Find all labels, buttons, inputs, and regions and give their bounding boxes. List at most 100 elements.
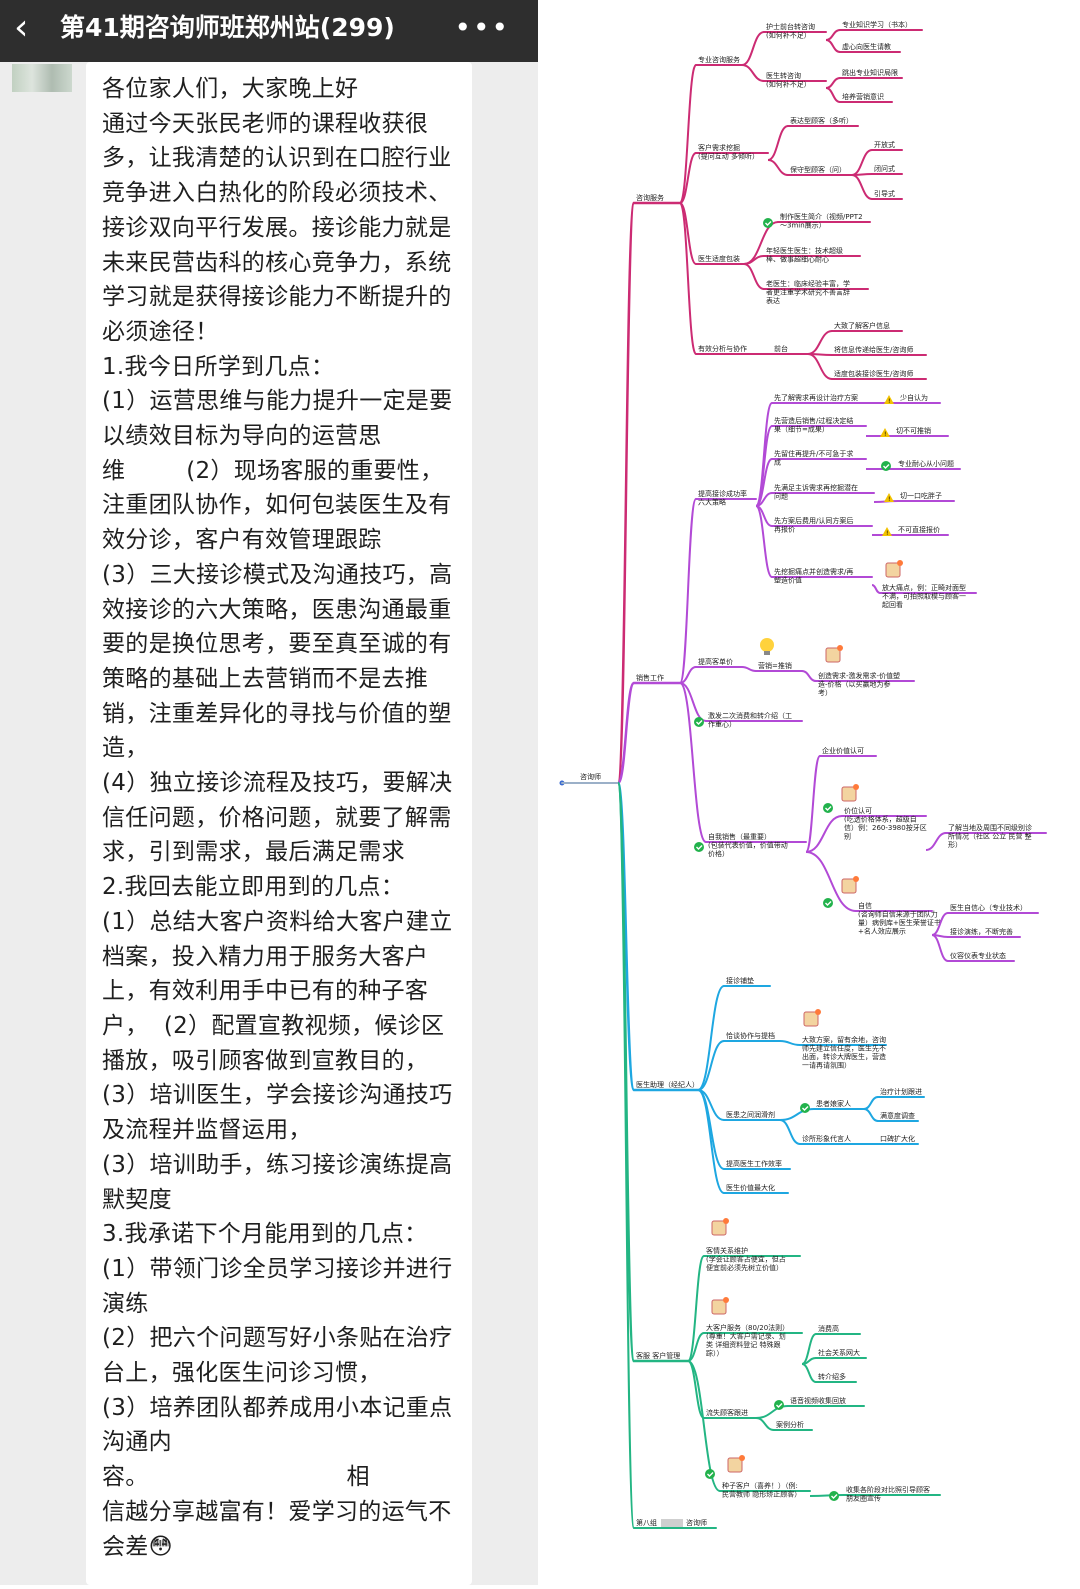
node-label: 价位认可(吃透价格体系，超级自信）例：260-3980按牙区别 (844, 806, 927, 841)
thumbs-up-icon (837, 645, 843, 651)
check-icon (694, 842, 704, 852)
branch-curve (742, 667, 756, 671)
thumbs-up-icon (853, 784, 859, 790)
node-label: 提高医生工作效率 (726, 1159, 782, 1168)
lightbulb-icon (764, 651, 770, 655)
branch-curve (872, 585, 880, 593)
node-label: 开放式 (874, 140, 895, 149)
check-icon (829, 1491, 839, 1501)
message-line: 播放，吸引顾客做到宣教目的， (102, 1044, 472, 1079)
branch-curve (864, 1109, 878, 1121)
node-label: 将信息传递给医生/咨询师 (834, 345, 913, 354)
node-label: 大客户服务（80/20法则）(尊重！大客户需记录、划类 详细资料登记 特殊跟踪）… (706, 1323, 789, 1358)
thumbs-up-icon (853, 876, 859, 882)
message-line: 必须途径！ (102, 315, 472, 350)
message-line: 演练 (102, 1287, 472, 1322)
node-label: 放大痛点，例：正畸对面型不满，可拍照取模与顾客一起回看 (882, 583, 966, 609)
message-line: 策略的基础上去营销而不是去推 (102, 662, 472, 697)
node-label: 先方案后费用/认同方案后再报价 (774, 516, 853, 534)
branch-curve (680, 499, 696, 683)
message-line: 1.我今日所学到几点： (102, 350, 472, 385)
node-label: 前台 (774, 344, 788, 353)
node-label: 保守型顾客（问） (790, 165, 846, 174)
node-label: 诊所形象代言人 (802, 1134, 851, 1143)
node-label: 了解当地及周围不同级别诊所情况（社区 公立 民营 整形） (948, 823, 1032, 849)
check-icon (800, 1103, 810, 1113)
message-line: 要的是换位思考，要至真至诚的有 (102, 627, 472, 662)
node-label: 先满足主诉需求再挖掘潜在问题 (774, 483, 858, 501)
message-line: (3）培训医生，学会接诊沟通技巧 (102, 1078, 472, 1113)
node-label: 转介绍多 (818, 1372, 846, 1381)
branch-curve (926, 833, 946, 850)
node-label: 适度包装接诊医生/咨询师 (834, 369, 913, 378)
node-label: 先营造后销售/过程决定结果（细节=成果） (774, 416, 853, 434)
message-line: 及流程并监督运用， (102, 1113, 472, 1148)
message-line: 效接诊的六大策略，医患沟通最重 (102, 593, 472, 628)
mind-map-image[interactable]: 咨询师咨询服务专业咨询服务护士前台转咨询(如何补不足）专业知识学习（书本）虚心向… (546, 0, 1080, 1585)
node-label: 切不可推销 (896, 426, 931, 435)
check-icon (823, 803, 833, 813)
branch-curve (852, 175, 872, 199)
chat-header: ‹ 第41期咨询师班郑州站(299) ••• (0, 0, 538, 62)
node-label: 提高客单价 (698, 657, 733, 666)
chat-title: 第41期咨询师班郑州站(299) (60, 10, 395, 46)
branch-curve (802, 1364, 816, 1382)
branch-curve (826, 78, 840, 88)
redacted-name (661, 1519, 683, 1527)
check-icon (774, 1400, 784, 1410)
message-bubble[interactable]: 各位家人们，大家晚上好通过今天张民老师的课程收获很多，让我清楚的认识到在口腔行业… (86, 62, 472, 1585)
node-label: 接诊演练，不断完善 (950, 927, 1013, 936)
warning-icon: ! (884, 431, 886, 438)
node-label: 闭问式 (874, 164, 895, 173)
node-label: 引导式 (874, 189, 895, 198)
group-label: 咨询师 (686, 1518, 707, 1527)
node-label: 销售工作 (636, 673, 664, 682)
warning-icon: ! (888, 398, 890, 405)
branch-curve (698, 1041, 724, 1090)
node-label: 医生转咨询(如何补不足） (766, 71, 811, 89)
node-label: 制作医生简介（视频/PPT2～3min展示） (780, 212, 863, 230)
warning-icon: ! (888, 496, 890, 503)
check-icon (705, 1469, 715, 1479)
node-label: 先挖掘痛点并创造需求/再塑造价值 (774, 567, 853, 585)
message-line: 未来民营齿科的核心竞争力，系统 (102, 246, 472, 281)
node-label: 社会关系网大 (818, 1348, 860, 1357)
node-label: 客户需求挖掘(提问互动 多倾听） (698, 143, 759, 161)
more-dots-icon[interactable]: ••• (454, 10, 510, 46)
branch-curve (808, 331, 832, 354)
message-line: (3）三大接诊模式及沟通技巧，高 (102, 558, 472, 593)
avatar[interactable] (12, 64, 72, 92)
message-line: 求，引到需求，最后满足需求 (102, 835, 472, 870)
node-label: 先留住再提升/不可急于求成 (774, 449, 853, 467)
branch-curve (932, 935, 948, 961)
message-line: 维 (2）现场客服的重要性， (102, 454, 472, 489)
message-line: 各位家人们，大家晚上好 (102, 72, 472, 107)
node-label: 不可直接报价 (898, 525, 940, 534)
message-line: (3）培训助手，练习接诊演练提高 (102, 1148, 472, 1183)
branch-curve (806, 756, 820, 852)
branch-curve (826, 30, 840, 40)
node-label: 收集各阶段对比照引导顾客朋友圈宣传 (846, 1485, 930, 1503)
flushed-face-emoji-icon: 😳 (149, 1534, 173, 1560)
mind-map: 咨询师咨询服务专业咨询服务护士前台转咨询(如何补不足）专业知识学习（书本）虚心向… (546, 0, 1080, 1585)
chevron-left-icon[interactable]: ‹ (14, 8, 28, 48)
node-label: 种子客户（喜养！）（例:民营教师 隐形矫正顾客） (722, 1481, 801, 1499)
message-line: (1）运营思维与能力提升一定是要 (102, 384, 472, 419)
message-line: 销，注重差异化的寻找与价值的塑 (102, 697, 472, 732)
branch-curve (680, 683, 706, 842)
node-label: 少自认为 (900, 393, 928, 402)
chat-panel: ‹ 第41期咨询师班郑州站(299) ••• 各位家人们，大家晚上好通过今天张民… (0, 0, 538, 1585)
node-label: 医生助理（经纪人） (636, 1080, 699, 1089)
node-label: 客服 客户管理 (636, 1351, 680, 1360)
branch-curve (802, 1358, 816, 1364)
node-label: 专业知识学习（书本） (842, 20, 912, 29)
branch-curve (742, 65, 764, 81)
message-line: 接诊双向平行发展。接诊能力就是 (102, 211, 472, 246)
node-label: 语音视频收集回放 (790, 1396, 846, 1405)
node-label: 咨询服务 (636, 193, 664, 202)
branch-curve (680, 203, 696, 354)
node-label: 提高接诊成功率六大策略 (698, 489, 747, 507)
node-label: 仪容仪表专业状态 (950, 951, 1006, 960)
message-line: 竞争进入白热化的阶段必须技术、 (102, 176, 472, 211)
thumbs-up-icon (739, 1455, 745, 1461)
